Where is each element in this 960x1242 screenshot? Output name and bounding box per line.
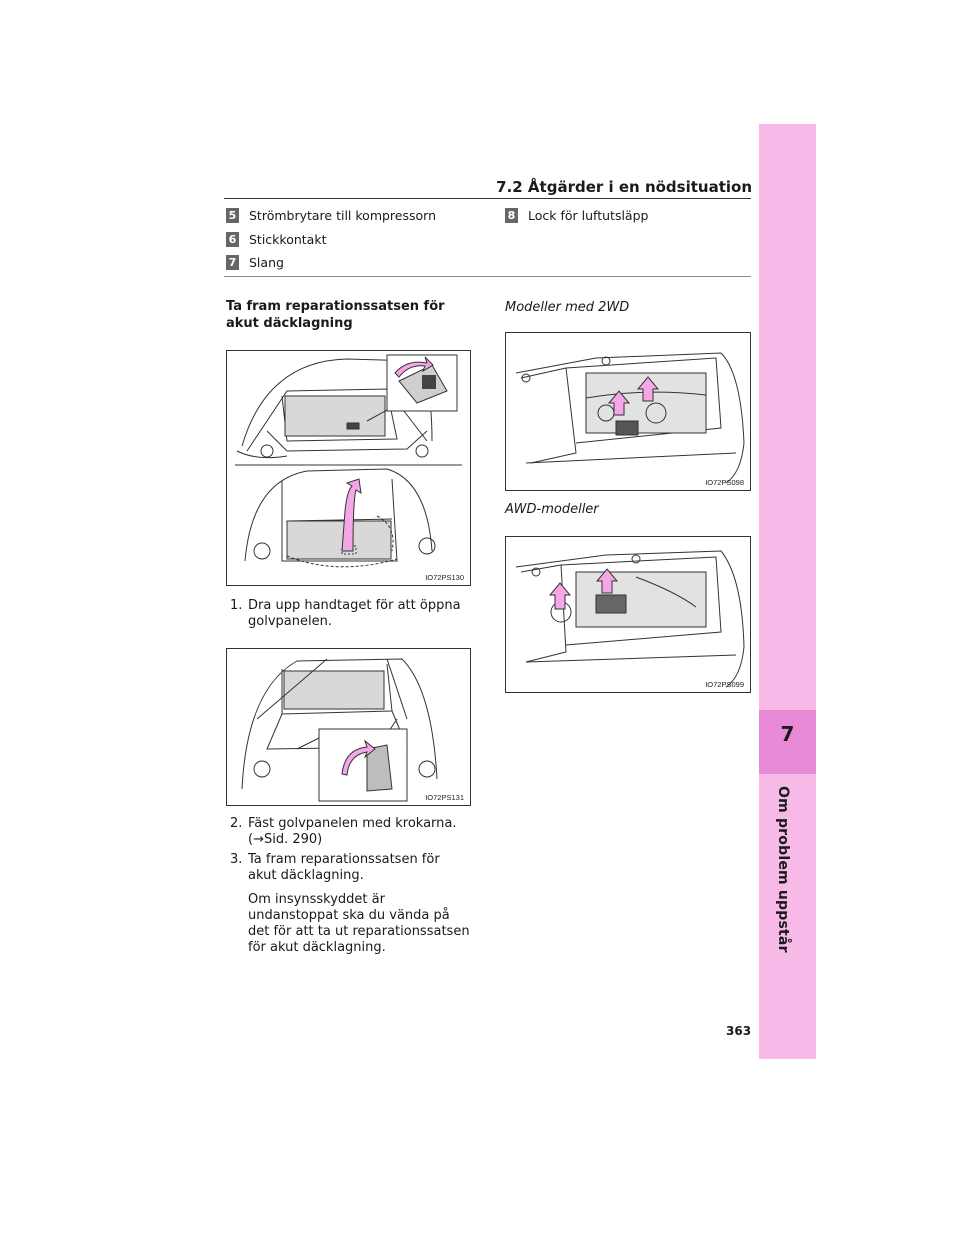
figure-awd: IO72PS099 (505, 536, 751, 693)
figure-code: IO72PS098 (705, 478, 744, 487)
chapter-side-tab (759, 124, 816, 1059)
figure-code: IO72PS099 (705, 680, 744, 689)
2wd-illustration (515, 352, 745, 484)
section-title: 7.2 Åtgärder i en nödsituation (496, 178, 752, 196)
label-awd: AWD-modeller (505, 502, 599, 517)
figure-open-floor-panel: IO72PS130 (226, 350, 471, 586)
step-2: 2. Fäst golvpanelen med krokarna. (→Sid.… (230, 816, 470, 850)
figure-code: IO72PS130 (425, 573, 464, 582)
legend-item: 8 Lock för luftutsläpp (505, 208, 648, 223)
cargo-illustration (235, 354, 462, 568)
step-number: 3. (230, 852, 243, 867)
label-2wd: Modeller med 2WD (505, 300, 630, 315)
step-text: Ta fram reparationssatsen för akut däckl… (248, 852, 440, 883)
header-rule (224, 198, 751, 199)
legend-number: 6 (226, 232, 239, 247)
legend-label: Stickkontakt (249, 232, 327, 247)
legend-number: 5 (226, 208, 239, 223)
legend-rule (224, 276, 751, 277)
step-3: 3. Ta fram reparationssatsen för akut dä… (230, 852, 470, 886)
legend-number: 8 (505, 208, 518, 223)
step-text: Fäst golvpanelen med krokarna. (→Sid. 29… (248, 816, 457, 847)
figure-2wd: IO72PS098 (505, 332, 751, 491)
step-text: Dra upp handtaget för att öppna golvpane… (248, 598, 461, 629)
step-3-note: Om insynsskyddet är undanstoppat ska du … (248, 892, 470, 955)
step-number: 1. (230, 598, 243, 613)
legend-item: 6 Stickkontakt (226, 232, 326, 247)
awd-illustration (515, 550, 745, 688)
figure-code: IO72PS131 (425, 793, 464, 802)
legend-label: Lock för luftutsläpp (528, 208, 649, 223)
chapter-number-block (759, 710, 816, 774)
hooks-illustration (241, 658, 438, 802)
chapter-number: 7 (780, 722, 795, 746)
legend-label: Slang (249, 255, 284, 270)
legend-item: 7 Slang (226, 255, 284, 270)
legend-item: 5 Strömbrytare till kompressorn (226, 208, 436, 223)
section-heading: Ta fram reparationssatsen för akut däckl… (226, 299, 445, 331)
step-number: 2. (230, 816, 243, 831)
chapter-title: Om problem uppstår (775, 786, 791, 953)
legend-number: 7 (226, 255, 239, 270)
step-1: 1. Dra upp handtaget för att öppna golvp… (230, 598, 470, 632)
page-number: 363 (726, 1024, 752, 1038)
legend-label: Strömbrytare till kompressorn (249, 208, 436, 223)
figure-attach-hooks: IO72PS131 (226, 648, 471, 806)
